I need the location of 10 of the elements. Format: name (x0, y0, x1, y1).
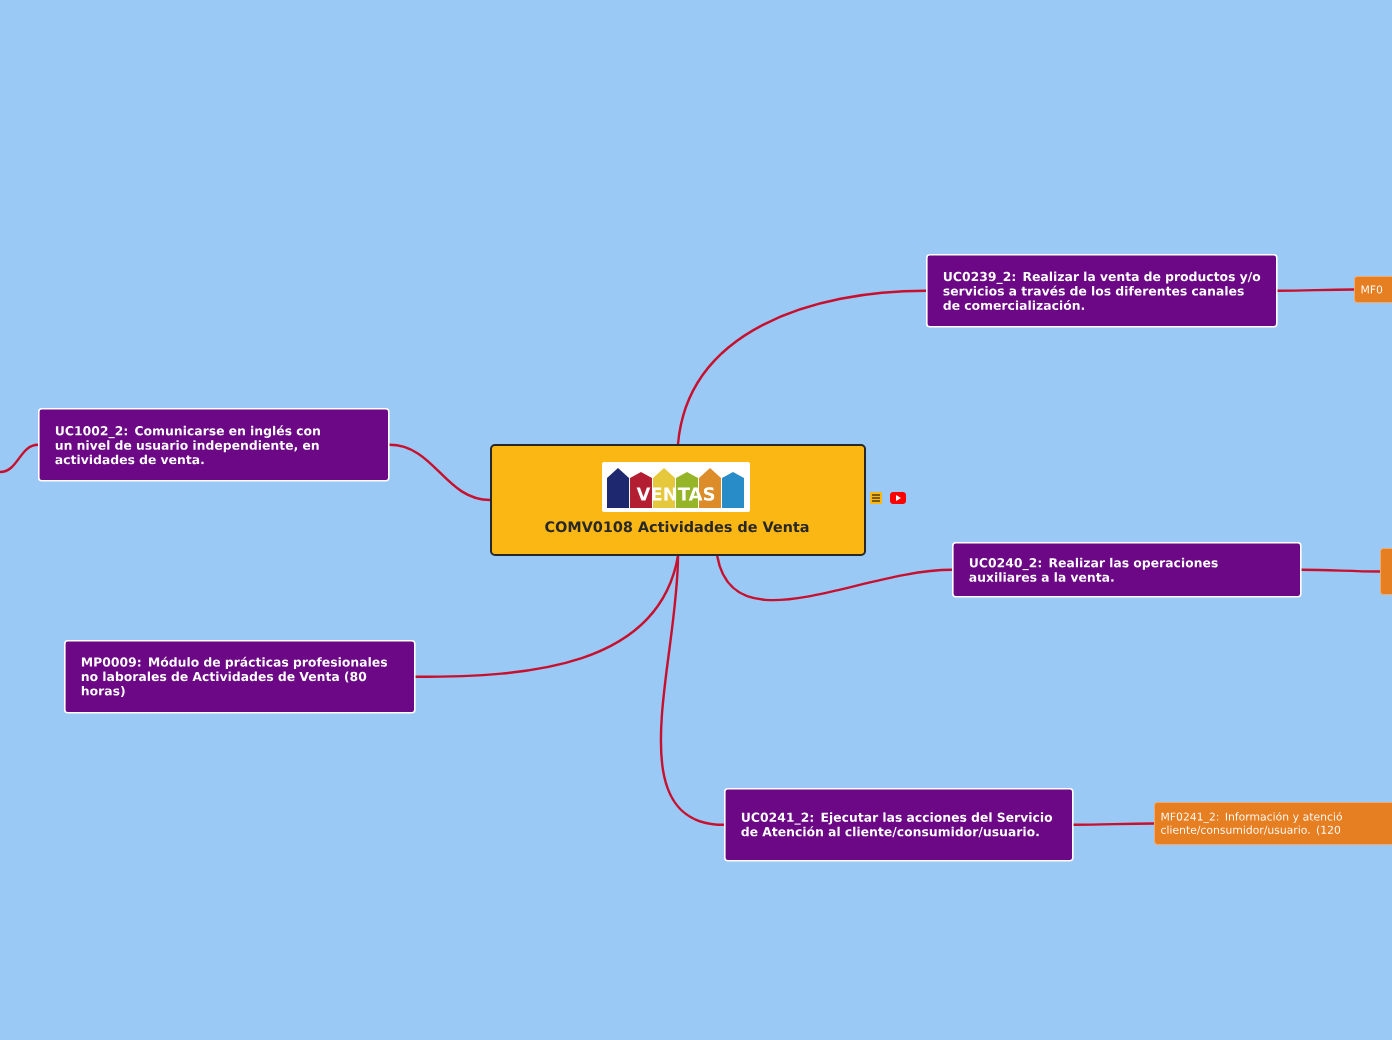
connector (1277, 288, 1355, 292)
connector (676, 289, 927, 445)
connector (1073, 822, 1154, 826)
connector (415, 555, 680, 678)
connector (716, 555, 953, 601)
connector (0, 443, 39, 474)
connector (389, 443, 491, 502)
box (1380, 548, 1392, 595)
connector (1301, 568, 1380, 573)
connector (659, 555, 725, 826)
